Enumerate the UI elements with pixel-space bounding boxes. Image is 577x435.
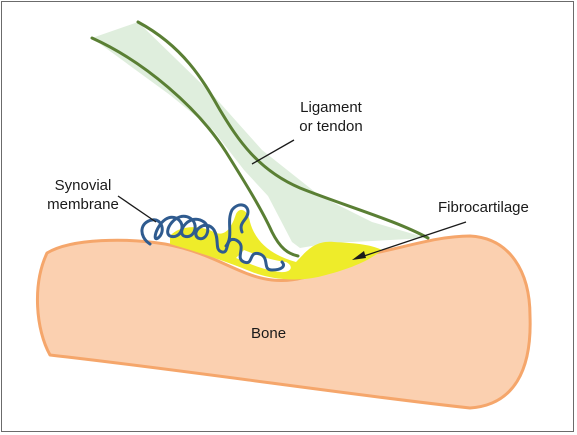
ligament-fill	[92, 22, 427, 248]
fibrocartilage-gap	[236, 250, 291, 273]
synovial-label: Synovial membrane	[44, 176, 122, 214]
ligament-leader-line	[251, 139, 295, 165]
synovial-membrane	[140, 203, 285, 272]
ligament-label: Ligament or tendon	[288, 98, 374, 136]
synovial-label-line-1: Synovial	[54, 177, 112, 194]
fibrocartilage-leader-line	[357, 221, 467, 259]
bone-label: Bone	[251, 325, 287, 342]
fibrocartilage-region	[170, 209, 382, 280]
fibrocartilage-label: Fibrocartilage	[438, 199, 529, 216]
ligament-label-line-2: or tendon	[299, 118, 363, 135]
ligament-label-line-1: Ligament	[300, 99, 362, 116]
synovial-leader-line	[117, 195, 157, 223]
synovial-label-line-2: membrane	[47, 196, 119, 213]
ligament-outline-left	[90, 36, 300, 258]
fibrocartilage-arrowhead	[352, 251, 366, 260]
bone-shape	[35, 234, 532, 410]
ligament-outline-right	[136, 20, 430, 240]
